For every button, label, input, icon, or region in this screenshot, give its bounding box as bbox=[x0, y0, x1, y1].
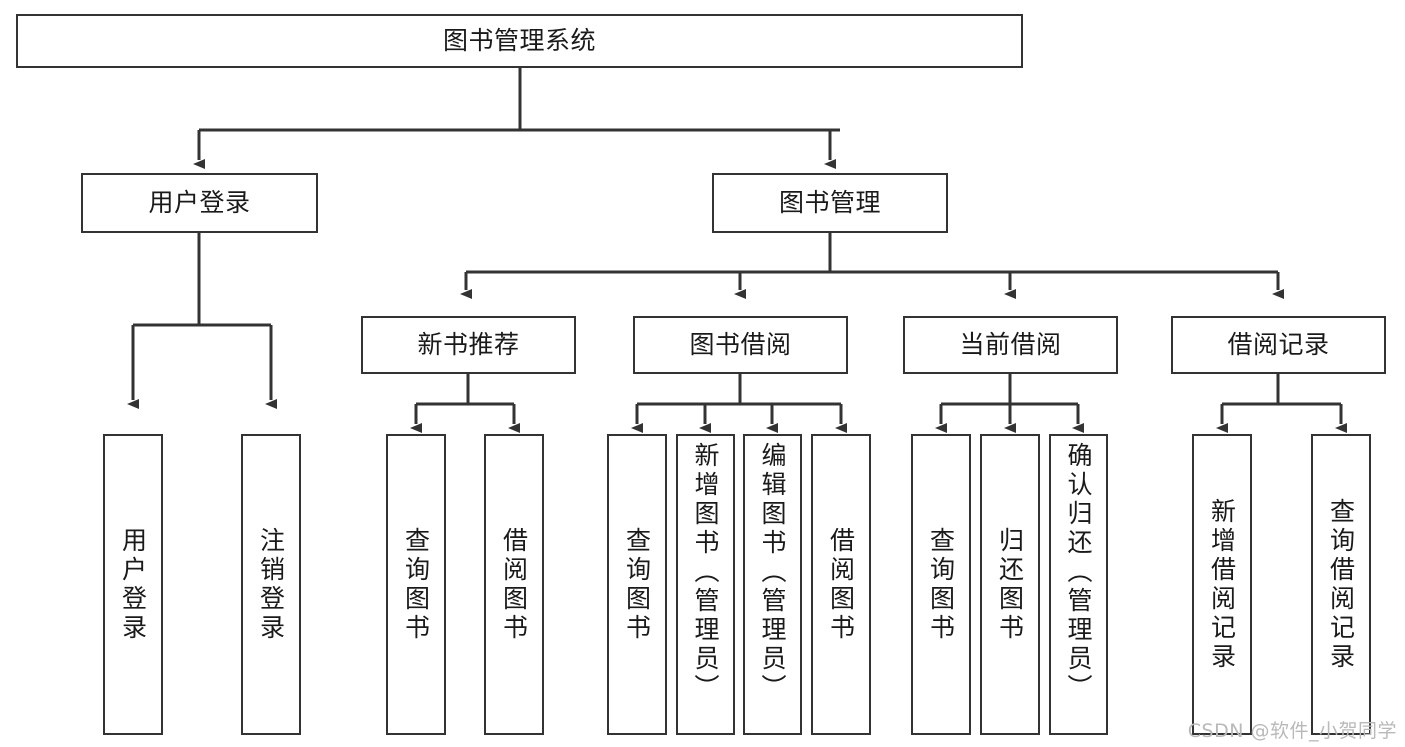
leaf-borrow-borrow-book[interactable]: 借阅图书 bbox=[811, 434, 871, 735]
node-label: 编辑图书（管理员） bbox=[758, 442, 787, 703]
leaf-current-query-book[interactable]: 查询图书 bbox=[911, 434, 971, 735]
leaf-borrow-add-book-admin[interactable]: 新增图书（管理员） bbox=[676, 434, 735, 735]
node-label: 借阅图书 bbox=[499, 526, 529, 643]
node-borrow-record[interactable]: 借阅记录 bbox=[1171, 316, 1386, 374]
node-label: 查询图书 bbox=[926, 526, 956, 643]
node-user-login[interactable]: 用户登录 bbox=[81, 173, 318, 233]
leaf-record-query-borrow-record[interactable]: 查询借阅记录 bbox=[1311, 434, 1371, 735]
node-label: 用户登录 bbox=[118, 526, 148, 643]
node-label: 归还图书 bbox=[995, 526, 1025, 643]
node-new-book-recommend[interactable]: 新书推荐 bbox=[361, 316, 576, 374]
node-label: 图书借阅 bbox=[689, 330, 792, 360]
leaf-recommend-query-book[interactable]: 查询图书 bbox=[386, 434, 446, 735]
node-book-borrow[interactable]: 图书借阅 bbox=[633, 316, 848, 374]
node-label: 图书管理系统 bbox=[442, 26, 596, 56]
node-label: 查询图书 bbox=[401, 526, 431, 643]
node-label: 查询图书 bbox=[622, 526, 652, 643]
leaf-user-logout[interactable]: 注销登录 bbox=[241, 434, 301, 735]
leaf-current-confirm-return-admin[interactable]: 确认归还（管理员） bbox=[1049, 434, 1108, 735]
leaf-current-return-book[interactable]: 归还图书 bbox=[980, 434, 1040, 735]
node-label: 用户登录 bbox=[148, 188, 251, 218]
node-label: 当前借阅 bbox=[959, 330, 1062, 360]
node-current-borrow[interactable]: 当前借阅 bbox=[903, 316, 1118, 374]
leaf-recommend-borrow-book[interactable]: 借阅图书 bbox=[484, 434, 544, 735]
node-label: 确认归还（管理员） bbox=[1064, 442, 1093, 703]
node-label: 新书推荐 bbox=[417, 330, 520, 360]
node-book-management[interactable]: 图书管理 bbox=[712, 173, 948, 233]
node-label: 新增借阅记录 bbox=[1207, 497, 1237, 672]
leaf-user-login[interactable]: 用户登录 bbox=[103, 434, 163, 735]
node-label: 查询借阅记录 bbox=[1326, 497, 1356, 672]
leaf-borrow-query-book[interactable]: 查询图书 bbox=[607, 434, 667, 735]
node-label: 借阅记录 bbox=[1227, 330, 1330, 360]
leaf-record-add-borrow-record[interactable]: 新增借阅记录 bbox=[1192, 434, 1252, 735]
node-label: 新增图书（管理员） bbox=[691, 442, 720, 703]
watermark-text: CSDN @软件_小贺同学 bbox=[1187, 720, 1397, 742]
node-label: 注销登录 bbox=[256, 526, 286, 643]
node-root-system[interactable]: 图书管理系统 bbox=[16, 14, 1023, 68]
leaf-borrow-edit-book-admin[interactable]: 编辑图书（管理员） bbox=[743, 434, 802, 735]
node-label: 图书管理 bbox=[778, 188, 881, 218]
node-label: 借阅图书 bbox=[826, 526, 856, 643]
